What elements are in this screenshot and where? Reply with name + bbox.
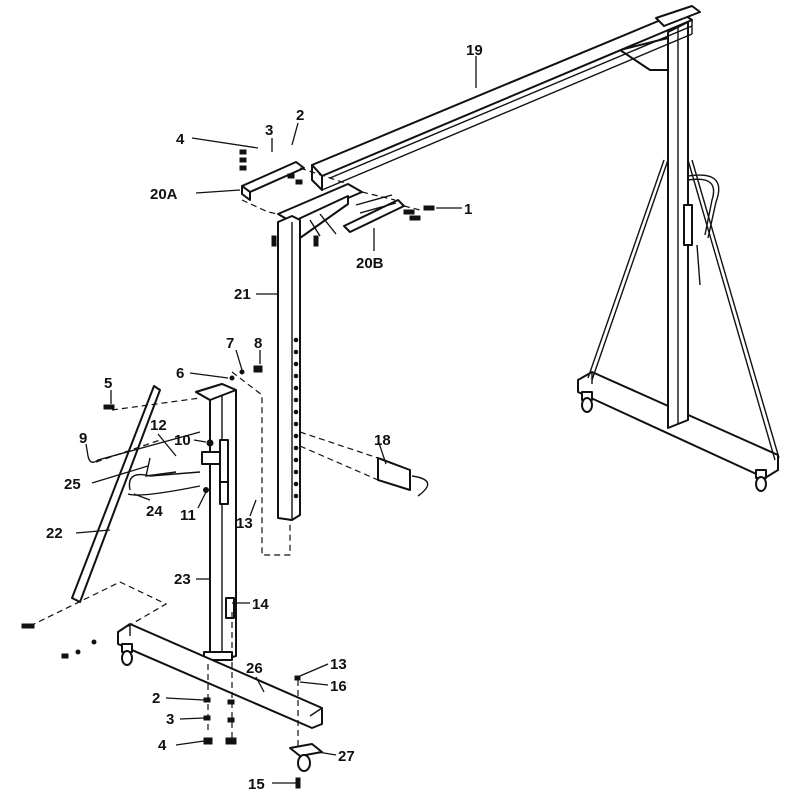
callout-2b: 2 xyxy=(152,690,160,707)
callout-11: 11 xyxy=(180,507,196,524)
callout-7: 7 xyxy=(226,335,234,352)
callout-12: 12 xyxy=(150,417,167,434)
fasteners-top xyxy=(239,149,435,247)
right-upright-assembly xyxy=(577,21,780,492)
callout-4: 4 xyxy=(176,131,185,148)
bracket-20a xyxy=(241,161,305,193)
callout-20a: 20A xyxy=(150,186,178,203)
caster-wheel-icon xyxy=(121,643,133,666)
callout-16: 16 xyxy=(330,678,347,695)
callout-18: 18 xyxy=(374,432,391,449)
callout-24: 24 xyxy=(146,503,163,520)
callout-26: 26 xyxy=(246,660,263,677)
assembly-guides-top xyxy=(241,167,421,215)
caster-wheel-icon xyxy=(581,391,593,413)
callout-25: 25 xyxy=(64,476,81,493)
callout-23: 23 xyxy=(174,571,191,588)
callout-6: 6 xyxy=(176,365,184,382)
pin-18 xyxy=(299,431,429,497)
assembly-guide-post xyxy=(231,371,291,556)
outer-post-23 xyxy=(195,383,237,661)
handle-24-25 xyxy=(87,431,201,496)
top-beam-19 xyxy=(311,5,701,191)
callout-22: 22 xyxy=(46,525,63,542)
fasteners-bottom xyxy=(21,365,301,789)
callout-10: 10 xyxy=(174,432,191,449)
callout-14: 14 xyxy=(252,596,269,613)
adjustment-holes xyxy=(293,337,299,499)
callout-13b: 13 xyxy=(330,656,347,673)
callout-15: 15 xyxy=(248,776,265,793)
base-leg-26 xyxy=(117,623,323,729)
callout-19: 19 xyxy=(466,42,483,59)
inner-post-21 xyxy=(277,215,301,521)
callout-9: 9 xyxy=(79,430,87,447)
brace-22 xyxy=(71,385,161,603)
callout-4b: 4 xyxy=(158,737,167,754)
callout-5: 5 xyxy=(104,375,112,392)
callout-8: 8 xyxy=(254,335,262,352)
callout-3: 3 xyxy=(265,122,273,139)
assembly-guides-left xyxy=(29,397,299,748)
callout-2: 2 xyxy=(296,107,304,124)
callout-13: 13 xyxy=(236,515,253,532)
callout-labels: 1 2 3 4 5 6 7 8 9 10 11 12 13 13 14 15 1… xyxy=(46,42,483,793)
callout-27: 27 xyxy=(338,748,355,765)
leader-lines xyxy=(75,56,477,784)
caster-wheel-icon xyxy=(755,469,767,492)
callout-3b: 3 xyxy=(166,711,174,728)
callout-20b: 20B xyxy=(356,255,384,272)
bracket-20b xyxy=(343,199,405,233)
callout-1: 1 xyxy=(464,201,472,218)
callout-21: 21 xyxy=(234,286,251,303)
caster-27 xyxy=(289,743,323,772)
